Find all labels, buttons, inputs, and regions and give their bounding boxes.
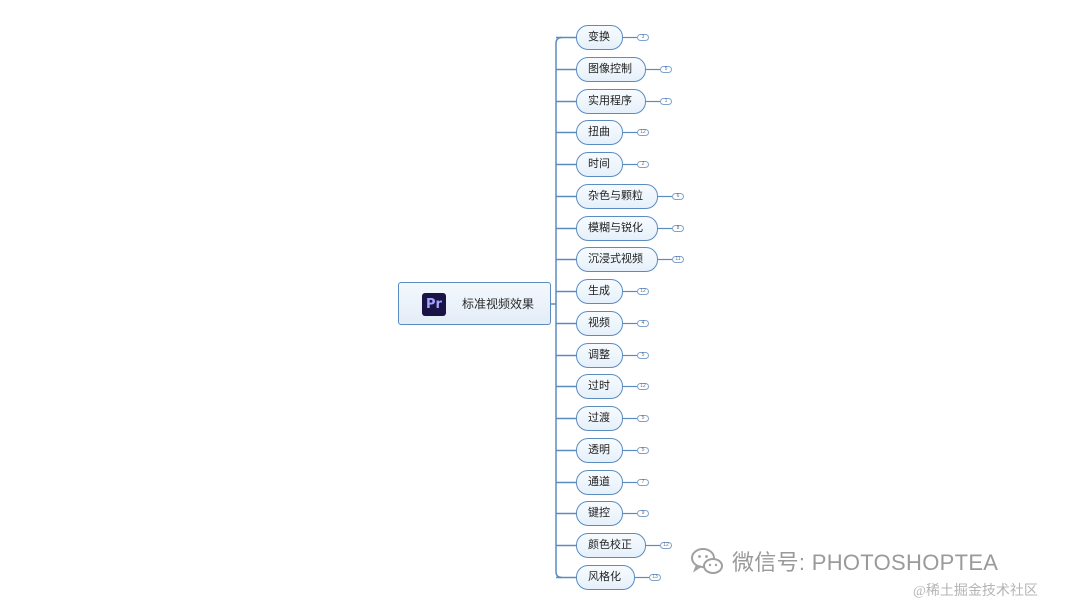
branch-label: 生成 [588,285,610,297]
branch-node[interactable]: 扭曲 [576,120,623,145]
branch-label: 模糊与锐化 [588,222,643,234]
branch-node[interactable]: 透明 [576,438,623,463]
branch-node[interactable]: 沉浸式视频 [576,247,658,272]
branch-label: 实用程序 [588,95,632,107]
branch-label: 图像控制 [588,63,632,75]
site-watermark: @稀土掘金技术社区 [913,584,1038,599]
branch-node[interactable]: 通道 [576,470,623,495]
branch-node[interactable]: 生成 [576,279,623,304]
trunk-line [555,36,563,579]
branch-label: 过时 [588,380,610,392]
branch-label: 风格化 [588,571,621,583]
branch-label: 透明 [588,444,610,456]
root-node[interactable]: Pr 标准视频效果 [398,282,551,325]
branch-count-badge[interactable]: 9 [637,510,649,517]
branch-count-badge[interactable]: 5 [637,352,649,359]
watermark-text: 微信号: PHOTOSHOPTEA [732,550,999,575]
branch-node[interactable]: 时间 [576,152,623,177]
branch-node[interactable]: 过渡 [576,406,623,431]
branch-label: 变换 [588,31,610,43]
branch-node[interactable]: 杂色与颗粒 [576,184,658,209]
branch-count-badge[interactable]: 12 [637,383,649,390]
branch-count-badge[interactable]: 2 [637,161,649,168]
branch-count-badge[interactable]: 12 [637,129,649,136]
branch-count-badge[interactable]: 5 [660,66,672,73]
branch-node[interactable]: 风格化 [576,565,635,590]
branch-node[interactable]: 键控 [576,501,623,526]
branch-count-badge[interactable]: 13 [649,574,661,581]
branch-node[interactable]: 颜色校正 [576,533,646,558]
branch-label: 键控 [588,507,610,519]
branch-count-badge[interactable]: 5 [637,447,649,454]
branch-label: 调整 [588,349,610,361]
branch-node[interactable]: 视频 [576,311,623,336]
branch-count-badge[interactable]: 7 [637,479,649,486]
branch-count-badge[interactable]: 5 [637,415,649,422]
watermark: 微信号: PHOTOSHOPTEA [690,543,998,579]
branch-label: 视频 [588,317,610,329]
premiere-pro-logo: Pr [422,293,446,316]
branch-count-badge[interactable]: 12 [637,288,649,295]
root-node-label: 标准视频效果 [462,297,535,311]
branch-node[interactable]: 过时 [576,374,623,399]
branch-count-badge[interactable]: 1 [660,98,672,105]
branch-label: 沉浸式视频 [588,253,643,265]
branch-label: 时间 [588,158,610,170]
wechat-icon [690,544,724,578]
branch-label: 颜色校正 [588,539,632,551]
branch-label: 过渡 [588,412,610,424]
branch-label: 通道 [588,476,610,488]
branch-node[interactable]: 图像控制 [576,57,646,82]
branch-count-badge[interactable]: 6 [672,193,684,200]
branch-node[interactable]: 实用程序 [576,89,646,114]
branch-node[interactable]: 调整 [576,343,623,368]
branch-count-badge[interactable]: 3 [637,34,649,41]
branch-node[interactable]: 模糊与锐化 [576,216,658,241]
branch-count-badge[interactable]: 12 [660,542,672,549]
branch-count-badge[interactable]: 11 [672,256,684,263]
branch-label: 扭曲 [588,126,610,138]
branch-node[interactable]: 变换 [576,25,623,50]
branch-count-badge[interactable]: 8 [672,225,684,232]
branch-count-badge[interactable]: 4 [637,320,649,327]
branch-label: 杂色与颗粒 [588,190,643,202]
